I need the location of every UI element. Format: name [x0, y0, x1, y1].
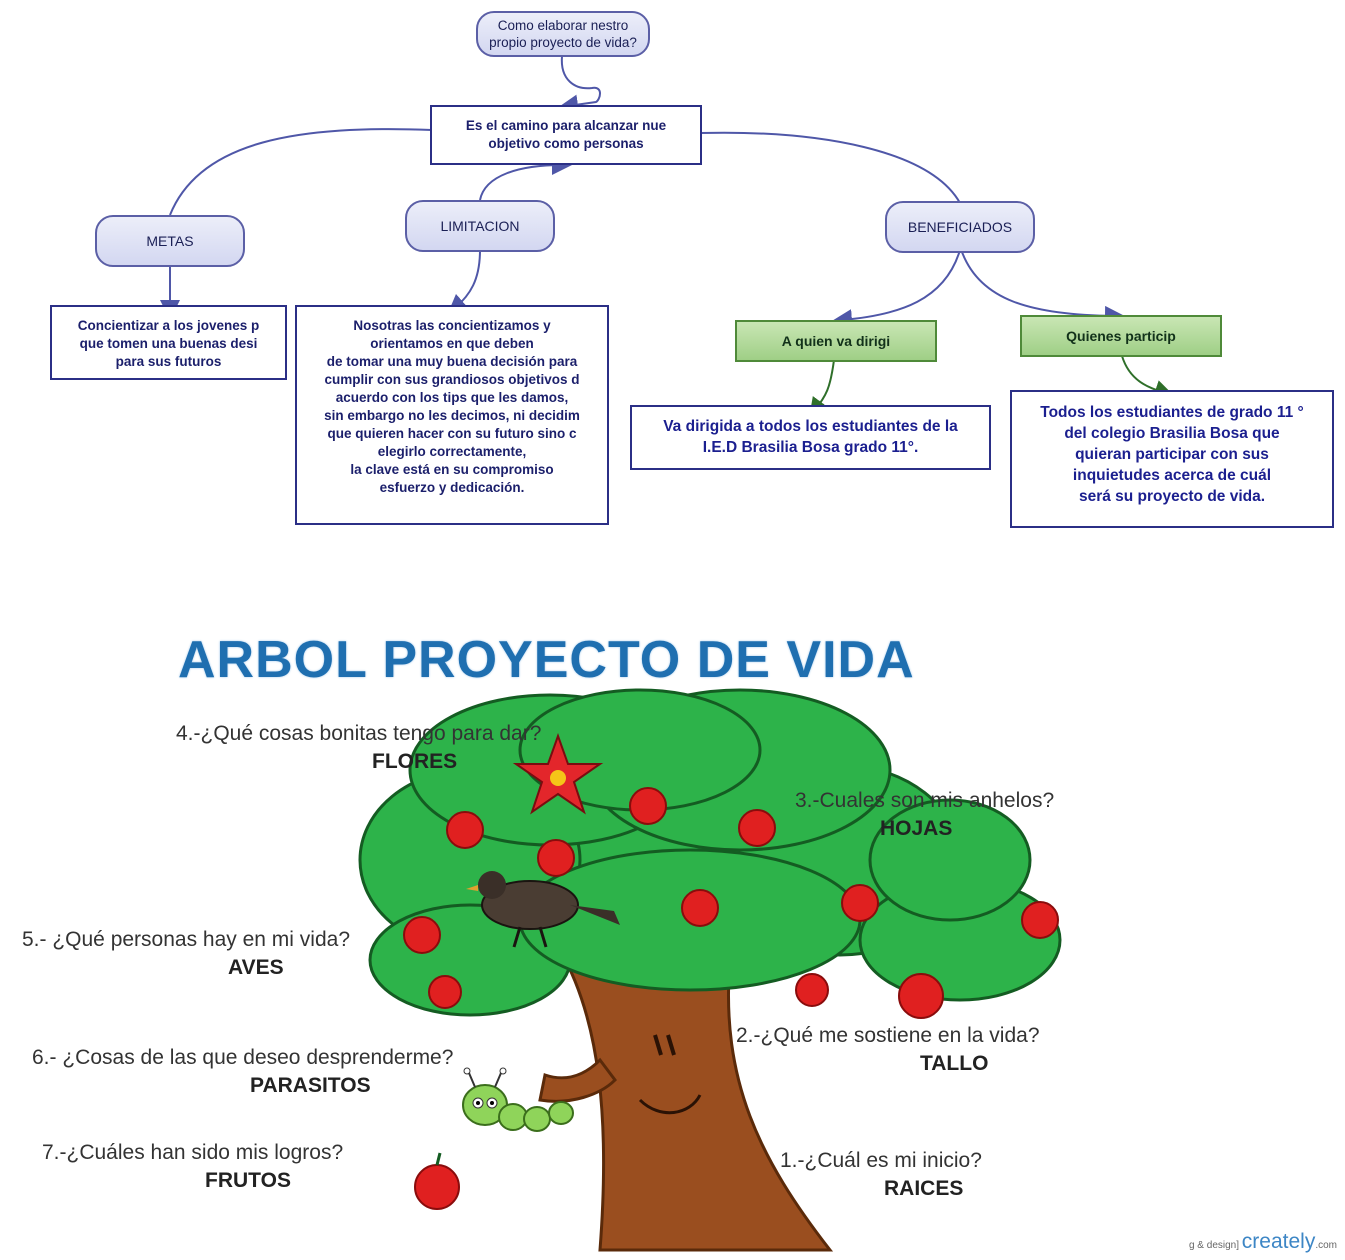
metas-text-box: Concientizar a los jovenes p que tomen u…: [50, 305, 287, 380]
watermark-suffix: .com: [1315, 1240, 1337, 1251]
tree-label-aves: AVES: [228, 956, 284, 979]
tree-label-frutos: FRUTOS: [205, 1169, 291, 1192]
a-quien-text-box: Va dirigida a todos los estudiantes de l…: [630, 405, 991, 470]
tree-title: ARBOL PROYECTO DE VIDA: [178, 631, 915, 689]
tree-label-hojas: HOJAS: [880, 817, 953, 840]
quienes-participan-box[interactable]: Quienes particip: [1020, 315, 1222, 357]
root-question-bubble[interactable]: Como elaborar nestro propio proyecto de …: [476, 11, 650, 57]
quienes-text-box: Todos los estudiantes de grado 11 ° del …: [1010, 390, 1334, 528]
limitacion-bubble[interactable]: LIMITACION: [405, 200, 555, 252]
tree-question-raices: 1.-¿Cuál es mi inicio?: [780, 1149, 982, 1172]
a-quien-va-dirigido-box[interactable]: A quien va dirigi: [735, 320, 937, 362]
tree-label-tallo: TALLO: [920, 1052, 989, 1075]
watermark-brand: creately: [1241, 1230, 1316, 1253]
beneficiados-bubble[interactable]: BENEFICIADOS: [885, 201, 1035, 253]
definition-box: Es el camino para alcanzar nue objetivo …: [430, 105, 702, 165]
limitacion-text-box: Nosotras las concientizamos y orientamos…: [295, 305, 609, 525]
tree-question-flores: 4.-¿Qué cosas bonitas tengo para dar?: [176, 722, 542, 745]
tree-label-parasitos: PARASITOS: [250, 1074, 371, 1097]
creately-watermark[interactable]: g & design] creately.com: [1189, 1230, 1337, 1254]
connector-lines: [160, 55, 1175, 419]
tree-question-hojas: 3.-Cuales son mis anhelos?: [795, 789, 1055, 812]
metas-bubble[interactable]: METAS: [95, 215, 245, 267]
tree-question-frutos: 7.-¿Cuáles han sido mis logros?: [42, 1141, 344, 1164]
tree-question-parasitos: 6.- ¿Cosas de las que deseo desprenderme…: [32, 1046, 454, 1069]
tree-question-aves: 5.- ¿Qué personas hay en mi vida?: [22, 928, 351, 951]
tree-question-tallo: 2.-¿Qué me sostiene en la vida?: [736, 1024, 1040, 1047]
tree-label-raices: RAICES: [884, 1177, 964, 1200]
watermark-prefix: g & design]: [1188, 1240, 1240, 1251]
tree-illustration: [358, 688, 1062, 1252]
tree-label-flores: FLORES: [372, 750, 458, 773]
